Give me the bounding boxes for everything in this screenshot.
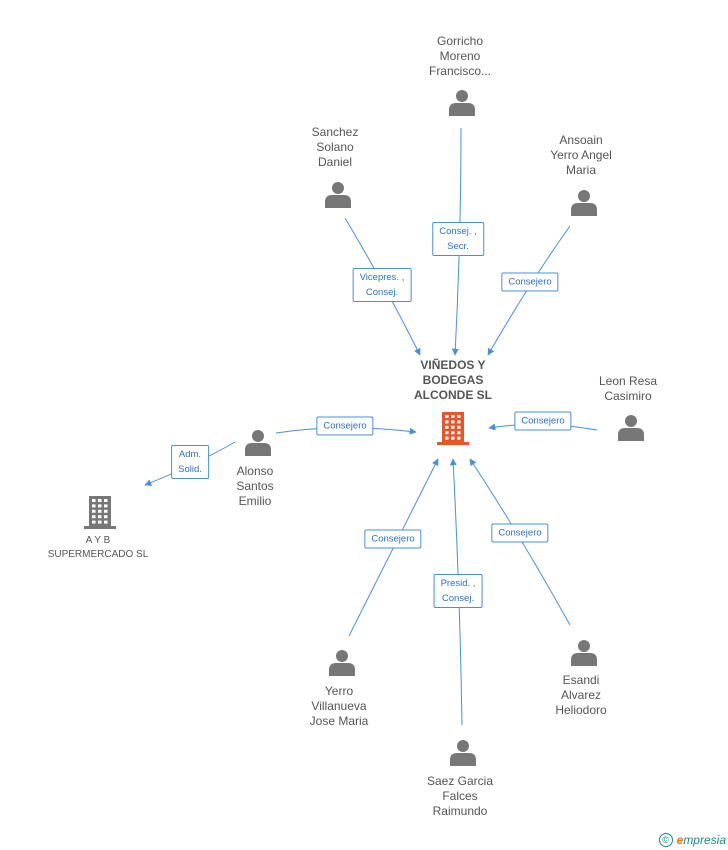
person-icon-ansoain[interactable] [571, 190, 597, 216]
role-badge-leon: Consejero [514, 411, 572, 431]
person-name-saez[interactable]: Saez Garcia Falces Raimundo [426, 774, 494, 818]
person-icon-sanchez[interactable] [325, 182, 351, 208]
role-badge-gorricho: Consej. , Secr. [432, 222, 484, 256]
role-badge-esandi: Consejero [491, 523, 549, 543]
company-building-icon-ayb[interactable] [84, 496, 116, 529]
person-icon-yerro[interactable] [329, 650, 355, 676]
person-name-leon[interactable]: Leon Resa Casimiro [598, 374, 658, 403]
person-icon-saez[interactable] [450, 740, 476, 766]
brand-logo: empresia [676, 833, 726, 847]
copyright-icon: © [658, 833, 673, 847]
role-badge-sanchez: Vicepres. , Consej. [352, 268, 412, 302]
person-name-alonso[interactable]: Alonso Santos Emilio [236, 464, 274, 508]
person-name-yerro[interactable]: Yerro Villanueva Jose Maria [309, 684, 369, 728]
main-company-name[interactable]: VIÑEDOS Y BODEGAS ALCONDE SL [414, 358, 492, 402]
person-icon-alonso[interactable] [245, 430, 271, 456]
role-badge-yerro: Consejero [364, 529, 422, 549]
person-icon-gorricho[interactable] [449, 90, 475, 116]
person-icon-leon[interactable] [618, 415, 644, 441]
role-badge-ansoain: Consejero [501, 272, 559, 292]
role-badge-saez: Presid. , Consej. [433, 574, 483, 608]
role-badge-ayb: Adm. Solid. [171, 445, 209, 479]
role-badge-alonso: Consejero [316, 416, 374, 436]
person-name-esandi[interactable]: Esandi Alvarez Heliodoro [555, 673, 607, 717]
person-name-ansoain[interactable]: Ansoain Yerro Angel Maria [550, 133, 612, 177]
person-icon-esandi[interactable] [571, 640, 597, 666]
person-name-sanchez[interactable]: Sanchez Solano Daniel [311, 125, 359, 169]
footer-credit: © empresia [658, 833, 726, 847]
main-company-building-icon[interactable] [437, 412, 469, 445]
person-name-gorricho[interactable]: Gorricho Moreno Francisco... [428, 34, 491, 78]
company-name-ayb[interactable]: A Y B SUPERMERCADO SL [47, 535, 149, 560]
